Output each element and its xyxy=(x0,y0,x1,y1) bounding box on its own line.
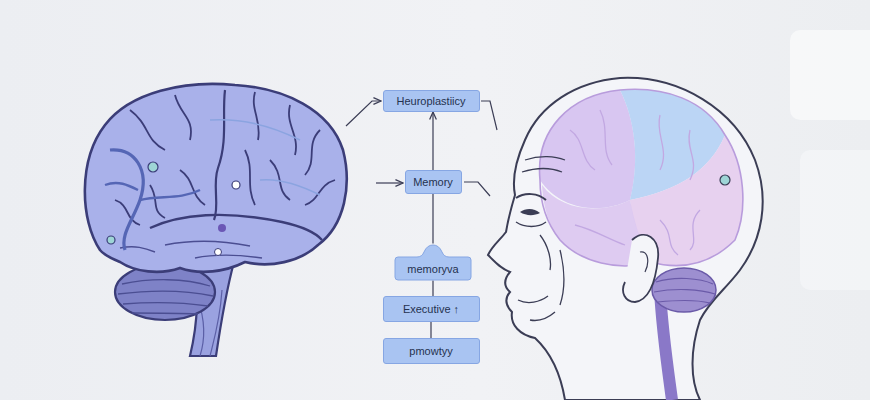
brain-illustration-part xyxy=(218,224,226,232)
head-illustration-part xyxy=(570,110,700,255)
head-illustration-part xyxy=(720,175,730,185)
brain-illustration-part xyxy=(215,249,222,256)
connector xyxy=(432,112,433,170)
process-box: Executive ↑ xyxy=(383,296,480,322)
head-illustration-part xyxy=(516,194,546,200)
brain-illustration-part xyxy=(110,150,143,250)
process-box: Memory xyxy=(405,170,462,194)
head-illustration-part xyxy=(516,157,565,321)
brain-illustration-part xyxy=(85,84,347,272)
connector xyxy=(432,281,433,297)
leader-line-part xyxy=(464,182,490,196)
box-label: Heuroplastiicy xyxy=(396,95,465,108)
leader-line-part xyxy=(481,101,497,130)
leader-line-part xyxy=(376,182,403,183)
background-panel-part xyxy=(790,30,870,120)
brain-illustration-part xyxy=(115,92,335,225)
leader-line xyxy=(346,101,497,196)
box-label: memoryva xyxy=(407,263,458,276)
connector xyxy=(432,194,433,244)
background-panel-part xyxy=(800,150,870,290)
box-label: Memory xyxy=(413,176,453,189)
head-illustration-part xyxy=(640,252,648,272)
brain-illustration-part xyxy=(120,241,262,258)
brain-illustration-part xyxy=(107,236,115,244)
tab-shape xyxy=(394,244,472,281)
brain-illustration-part xyxy=(148,162,158,172)
process-box: Heuroplastiicy xyxy=(383,90,480,112)
head-illustration-part xyxy=(652,268,716,312)
head-illustration-part xyxy=(488,78,763,400)
brain-illustration-part xyxy=(210,120,320,195)
head-illustration-part xyxy=(623,235,658,302)
leader-line-part xyxy=(346,101,381,126)
brain-illustration-part xyxy=(150,215,322,240)
process-box: pmowtyy xyxy=(383,338,480,364)
brain-illustration-part xyxy=(214,90,225,220)
head-illustration-part xyxy=(654,278,715,303)
head-illustration-part xyxy=(540,90,636,208)
background-panel xyxy=(790,30,870,290)
tab-outline xyxy=(395,245,471,280)
brain-illustration-part xyxy=(105,183,200,200)
box-label: pmowtyy xyxy=(409,345,452,358)
brain-illustration xyxy=(85,84,347,356)
tab-box: memoryva xyxy=(394,244,472,281)
box-label: Executive ↑ xyxy=(403,303,459,316)
head-illustration xyxy=(488,78,763,400)
head-illustration-part xyxy=(520,209,540,215)
connector xyxy=(430,322,431,338)
brain-illustration-part xyxy=(118,280,213,314)
brain-illustration-part xyxy=(232,181,240,189)
